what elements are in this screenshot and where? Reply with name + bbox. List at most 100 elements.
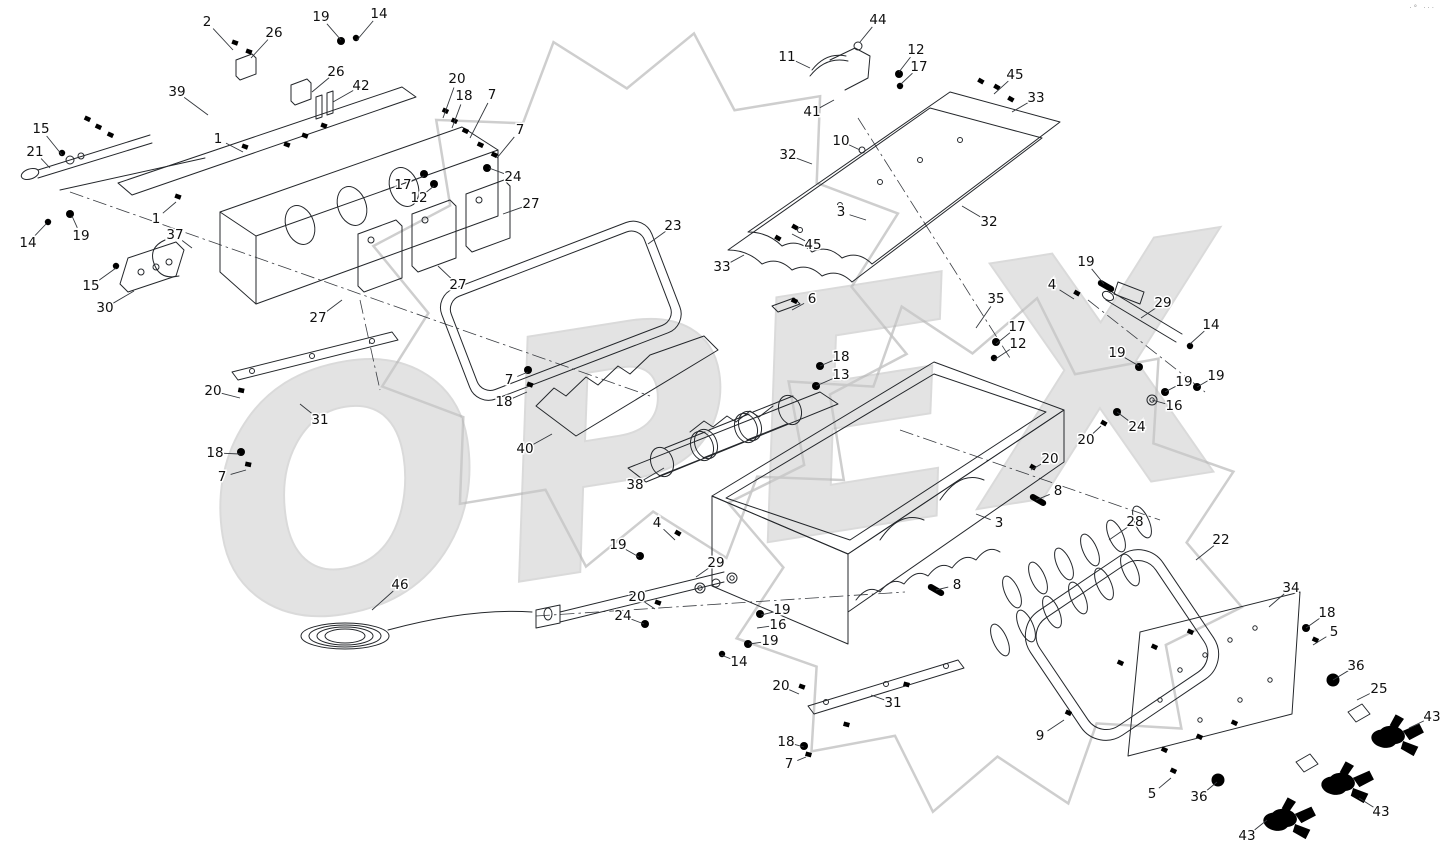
callout-19: 19 [608,536,640,558]
callout-14: 14 [1189,316,1221,345]
svg-text:12: 12 [410,190,427,206]
svg-text:32: 32 [980,214,997,230]
callout-45: 45 [791,233,823,255]
callout-44: 44 [859,11,888,43]
svg-text:8: 8 [1054,483,1063,499]
callout-39: 39 [167,83,209,116]
svg-text:23: 23 [664,218,681,234]
svg-text:18: 18 [455,88,472,104]
svg-text:31: 31 [311,412,328,428]
callout-9: 9 [1034,719,1065,746]
callout-18: 18 [1305,604,1337,629]
sensor-bracket [809,41,871,91]
callout-4: 4 [1046,276,1075,300]
svg-text:41: 41 [803,104,820,120]
coiled-hose [300,610,533,650]
svg-text:17: 17 [394,177,411,193]
gasket-frame [439,220,682,401]
callout-41: 41 [802,99,835,122]
svg-text:16: 16 [769,617,786,633]
callout-19: 19 [311,8,342,41]
svg-text:33: 33 [1027,90,1044,106]
callout-7: 7 [216,468,247,487]
svg-text:30: 30 [96,300,113,316]
callout-26: 26 [250,24,284,59]
svg-text:44: 44 [869,12,886,28]
metering-rollers [627,391,839,483]
callout-20: 20 [771,677,800,696]
callout-29: 29 [1140,294,1173,319]
callout-18: 18 [819,348,851,367]
callout-14: 14 [18,223,47,253]
callout-10: 10 [831,132,861,151]
callout-27: 27 [437,265,468,295]
svg-text:43: 43 [1372,804,1389,820]
callout-23: 23 [647,217,683,245]
callout-36: 36 [1189,781,1218,807]
callout-2: 2 [201,13,234,51]
svg-text:19: 19 [773,602,790,618]
callout-7: 7 [503,371,529,390]
svg-text:20: 20 [204,383,221,399]
svg-text:40: 40 [516,441,533,457]
svg-text:1: 1 [214,131,223,147]
callout-27: 27 [308,299,343,328]
svg-text:4: 4 [1048,277,1057,293]
callout-27: 27 [502,195,541,215]
callout-13: 13 [815,366,851,387]
outlet-flaps [357,179,511,293]
svg-text:20: 20 [1077,432,1094,448]
callout-12: 12 [993,335,1028,361]
scalloped-panels [727,91,1061,283]
top-rail-assembly [20,53,417,293]
callout-31: 31 [299,403,330,430]
svg-text:24: 24 [614,608,631,624]
callout-18: 18 [776,733,805,752]
callout-31: 31 [870,694,903,713]
callout-34: 34 [1268,579,1301,608]
callout-20: 20 [442,70,467,119]
svg-text:38: 38 [626,477,643,493]
callout-30: 30 [95,290,135,318]
svg-text:17: 17 [910,59,927,75]
svg-text:7: 7 [218,469,227,485]
svg-text:19: 19 [1207,368,1224,384]
callout-19: 19 [71,215,91,246]
main-hopper [711,361,1065,645]
svg-text:19: 19 [761,633,778,649]
callout-25: 25 [1356,680,1389,701]
svg-text:1: 1 [152,211,161,227]
callout-1: 1 [150,201,177,229]
callout-7: 7 [469,86,498,139]
callout-32: 32 [778,146,813,165]
svg-text:5: 5 [1148,786,1157,802]
callout-33: 33 [712,254,745,277]
callout-19: 19 [760,601,792,620]
svg-text:12: 12 [1009,336,1026,352]
small-bracket [771,297,801,313]
callout-20: 20 [203,382,241,401]
callout-15: 15 [81,267,117,296]
callout-45: 45 [993,66,1025,95]
svg-text:8: 8 [953,577,962,593]
callout-8: 8 [935,576,963,595]
svg-text:25: 25 [1370,681,1387,697]
callout-1: 1 [212,130,244,153]
svg-text:21: 21 [26,144,43,160]
clamp-bar-lower [807,659,965,715]
svg-text:14: 14 [370,6,387,22]
callout-4: 4 [651,514,676,541]
callout-36: 36 [1332,657,1366,681]
callout-20: 20 [1030,450,1060,471]
svg-text:16: 16 [1165,398,1182,414]
svg-text:14: 14 [19,235,36,251]
callout-7: 7 [496,121,526,159]
svg-text:43: 43 [1238,828,1255,844]
callout-18: 18 [494,391,528,412]
svg-text:36: 36 [1347,658,1364,674]
callout-20: 20 [1076,425,1102,450]
svg-text:22: 22 [1212,532,1229,548]
svg-text:28: 28 [1126,514,1143,530]
svg-text:18: 18 [832,349,849,365]
